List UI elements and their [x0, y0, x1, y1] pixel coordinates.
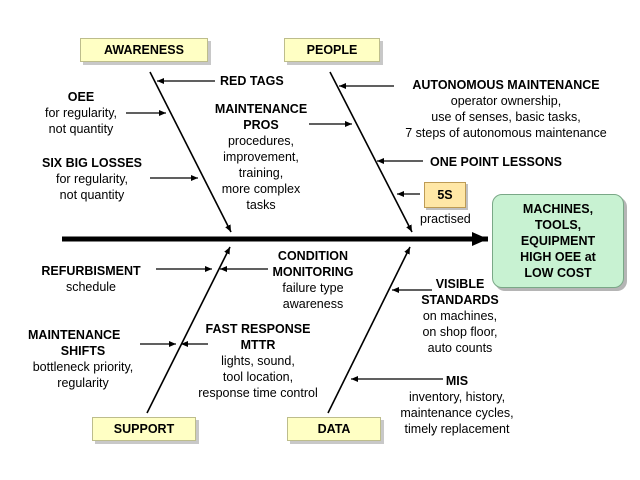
cause-title: SIX BIG LOSSES — [41, 156, 143, 170]
cause-detail: not quantity — [59, 188, 125, 202]
cause-title: PROS — [243, 118, 279, 132]
cause-detail: on shop floor, — [422, 325, 498, 339]
cause-detail: inventory, history, — [408, 390, 506, 404]
cause-title: FAST RESPONSE — [205, 322, 311, 336]
cause-fast-response: FAST RESPONSE MTTR lights, sound, tool l… — [186, 321, 330, 401]
cause-maintenance-shifts: MAINTENANCE SHIFTS bottleneck priority, … — [22, 327, 144, 391]
cause-detail: bottleneck priority, — [32, 360, 134, 374]
cause-one-point-lessons: ONE POINT LESSONS — [430, 155, 562, 169]
bone-support — [146, 246, 231, 414]
category-data: DATA — [287, 417, 381, 441]
cause-detail: use of senses, basic tasks, — [431, 110, 581, 124]
cause-detail: schedule — [65, 280, 117, 294]
cause-detail: response time control — [198, 386, 318, 400]
result-line: TOOLS, — [534, 218, 582, 232]
cause-detail: more complex — [221, 182, 301, 196]
category-people: PEOPLE — [284, 38, 380, 62]
cause-detail: not quantity — [48, 122, 114, 136]
cause-title: MTTR — [240, 338, 276, 352]
five-s-badge: 5S — [424, 182, 466, 208]
cause-detail: auto counts — [427, 341, 493, 355]
cause-detail: improvement, — [223, 150, 299, 164]
bone-people — [329, 71, 413, 233]
cause-title: CONDITION — [277, 249, 349, 263]
cause-detail: for regularity, — [55, 172, 128, 186]
cause-detail: for regularity, — [44, 106, 117, 120]
cause-detail: procedures, — [227, 134, 294, 148]
cause-detail: 7 steps of autonomous maintenance — [405, 126, 607, 140]
cause-oee: OEE for regularity, not quantity — [38, 89, 124, 137]
cause-detail: failure type — [282, 281, 344, 295]
cause-title: MAINTENANCE — [214, 102, 308, 116]
cause-title: VISIBLE — [435, 277, 485, 291]
category-support: SUPPORT — [92, 417, 196, 441]
cause-refurbishment: REFURBISMENT schedule — [30, 263, 152, 295]
cause-title: REFURBISMENT — [41, 264, 141, 278]
cause-detail: regularity — [57, 376, 109, 390]
cause-maintenance-pros: MAINTENANCE PROS procedures, improvement… — [214, 101, 308, 213]
cause-detail: on machines, — [422, 309, 498, 323]
five-s-note: practised — [420, 212, 471, 226]
cause-detail: tool location, — [222, 370, 294, 384]
cause-detail: training, — [238, 166, 284, 180]
cause-detail: awareness — [282, 297, 344, 311]
cause-title: MONITORING — [272, 265, 354, 279]
cause-detail: tasks — [246, 198, 276, 212]
cause-visible-standards: VISIBLE STANDARDS on machines, on shop f… — [410, 276, 510, 356]
cause-red-tags: RED TAGS — [220, 74, 284, 88]
bone-awareness — [149, 71, 232, 233]
cause-mis: MIS inventory, history, maintenance cycl… — [386, 373, 528, 437]
result-box: MACHINES, TOOLS, EQUIPMENT HIGH OEE at L… — [492, 194, 624, 288]
cause-title: AUTONOMOUS MAINTENANCE — [412, 78, 600, 92]
cause-detail: maintenance cycles, — [400, 406, 514, 420]
cause-title: OEE — [67, 90, 95, 104]
result-line: MACHINES, — [522, 202, 594, 216]
result-line: HIGH OEE at — [520, 250, 596, 264]
cause-title: SHIFTS — [60, 344, 106, 358]
category-awareness: AWARENESS — [80, 38, 208, 62]
cause-title: MAINTENANCE — [28, 328, 121, 342]
cause-condition-monitoring: CONDITION MONITORING failure type awaren… — [262, 248, 364, 312]
cause-title: MIS — [445, 374, 469, 388]
cause-detail: timely replacement — [404, 422, 510, 436]
result-line: EQUIPMENT — [520, 234, 596, 248]
bone-data — [327, 246, 411, 414]
cause-autonomous-maintenance: AUTONOMOUS MAINTENANCE operator ownershi… — [384, 77, 628, 141]
cause-six-big-losses: SIX BIG LOSSES for regularity, not quant… — [36, 155, 148, 203]
cause-title: STANDARDS — [421, 293, 499, 307]
cause-detail: lights, sound, — [221, 354, 295, 368]
result-line: LOW COST — [524, 266, 592, 280]
cause-detail: operator ownership, — [450, 94, 562, 108]
